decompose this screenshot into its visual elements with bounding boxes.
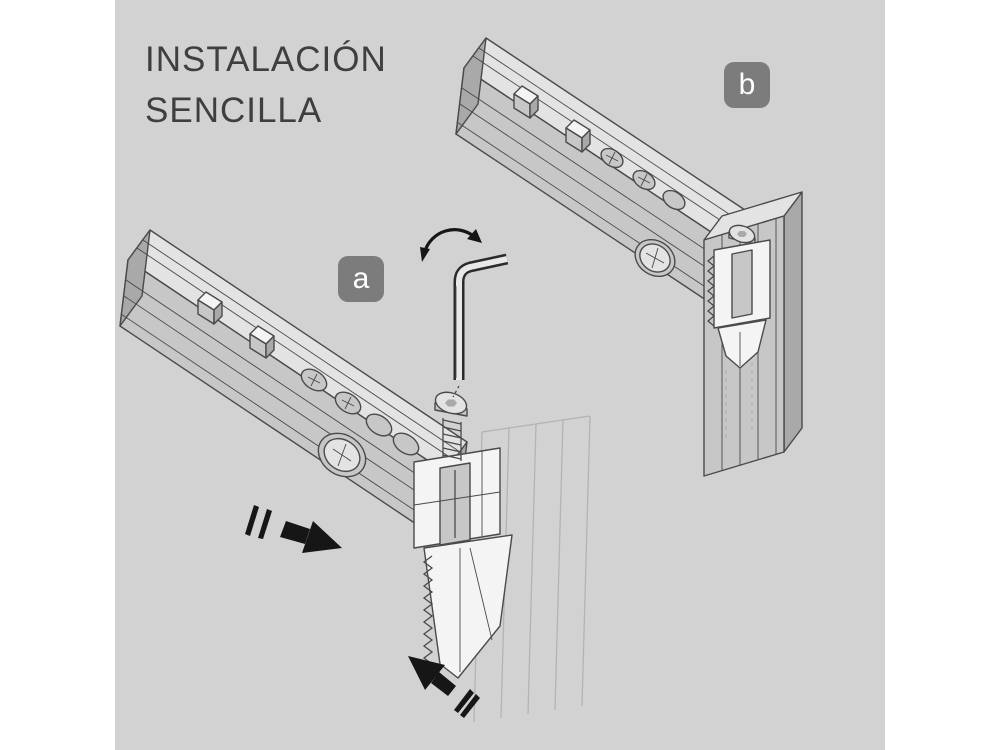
rail-extrusion-line [461,87,725,263]
rotation-arrow-icon [420,228,482,262]
mullion-side-face [783,191,803,453]
arrow-stripe [454,689,474,713]
allen-key-body [456,256,508,380]
rail-clip-tab [197,291,223,325]
arrow-tail [431,672,456,696]
step-a-label: a [352,262,370,295]
screw-hole [365,413,393,437]
rotation-arc [422,228,478,255]
rail-groove-line [472,55,736,231]
tab-side-face [265,335,275,359]
spring-coil [442,419,462,460]
allen-key-outline [453,253,509,380]
spring-side [442,418,462,461]
step-b-label: b [738,68,756,101]
rail-clip-tab [513,85,539,119]
arrow-head [408,656,445,690]
rail-end-face [119,229,151,327]
rail-extrusion-line [456,121,720,297]
bracket-teeth [422,555,434,665]
rotation-arrowhead [467,229,482,243]
arrow-stripe [460,694,480,718]
torx-screw-mark [605,151,619,165]
rail-extrusion-line [120,313,439,527]
rail-extrusion-line [123,295,442,509]
arrow-tail [280,521,310,544]
mounting-bracket-installed [706,224,771,442]
rail-extrusion-line [125,279,444,493]
bracket-channel [731,249,753,319]
step-a-badge: a [338,256,384,302]
mounting-bracket [413,447,513,679]
insert-direction-arrow [408,656,480,718]
bracket-detail-line [413,491,501,506]
title-line-1: INSTALACIÓN [145,40,387,79]
rail-groove-line [136,247,455,461]
slide-direction-arrow [245,505,342,553]
bracket-teeth [706,255,716,327]
page-title: INSTALACIÓN SENCILLA [145,34,387,136]
title-line-2: SENCILLA [145,91,323,130]
bracket-wedge [423,534,513,679]
bracket-detail-line [469,547,493,641]
rail-clip-tab [565,119,591,153]
torx-screw-mark [307,373,321,387]
illustration-step-a [119,228,591,723]
alignment-dotted-line [452,385,460,398]
arrow-stripe [245,505,259,536]
screw-hole [392,432,420,456]
arrow-stripe [258,509,272,539]
tab-side-face [581,129,591,153]
ghost-edge [581,415,591,707]
ghost-edge [527,423,537,715]
rotation-arrowhead [420,247,430,262]
rail-clip-tab [249,325,275,359]
rail-groove-line [478,47,742,223]
torx-screw-mark [637,173,651,187]
tab-side-face [529,95,539,119]
rail-extrusion-line [459,103,723,279]
screw-hole [662,189,686,211]
rail-groove-line [142,239,461,453]
phillips-cross-mark [332,443,352,467]
illustration-step-b [455,37,803,477]
hex-socket [737,231,747,237]
arrow-head [302,521,342,553]
ghost-edge [554,419,564,711]
hex-socket [445,399,457,407]
tab-side-face [213,301,223,325]
step-b-badge: b [724,62,770,108]
phillips-cross-mark [645,247,665,269]
allen-key-icon [452,253,509,398]
rail-end-face [455,37,487,135]
bracket-wedge [717,319,767,369]
torx-screw-mark [341,396,355,410]
tension-screw-assembly [434,391,468,461]
